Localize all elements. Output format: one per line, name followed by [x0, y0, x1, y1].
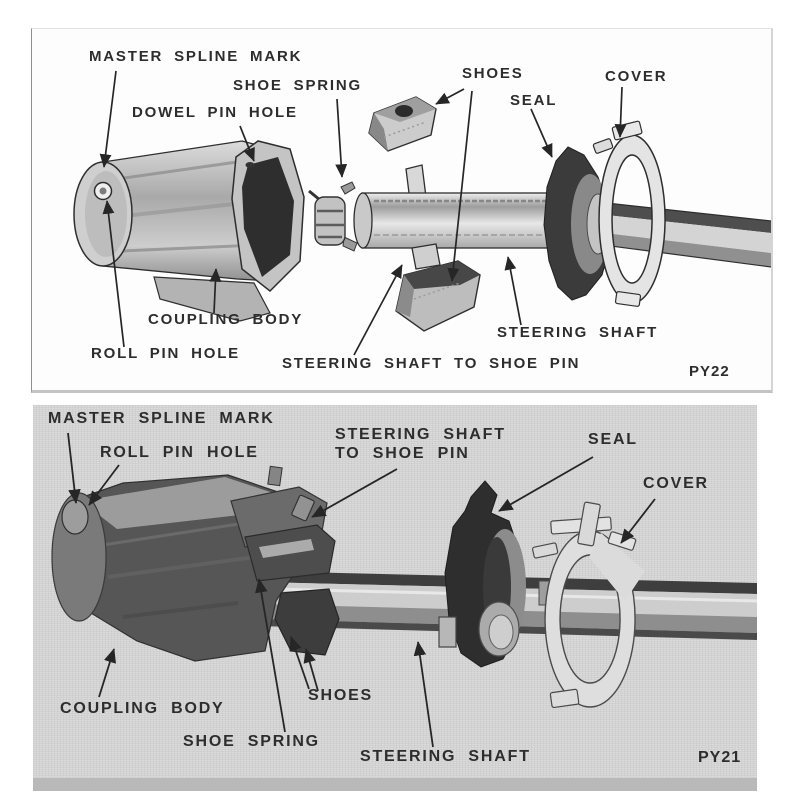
- label-master-spline-mark: MASTER SPLINE MARK: [89, 48, 303, 65]
- label-steering-shaft-to-shoe-pin-line1: STEERING SHAFT: [335, 426, 506, 443]
- assembled-view-illustration: [51, 432, 757, 748]
- figure-panel-py22: MASTER SPLINE MARK SHOE SPRING DOWEL PIN…: [31, 28, 773, 393]
- shoe-pin-feature: [291, 494, 315, 522]
- label-master-spline-mark: MASTER SPLINE MARK: [48, 410, 275, 427]
- label-coupling-body: COUPLING BODY: [60, 700, 225, 717]
- callout-arrows: [99, 70, 627, 356]
- arrow-seal: [498, 456, 594, 512]
- cover-assembled-drawing: [531, 501, 645, 709]
- arrow-seal: [530, 108, 553, 158]
- label-cover: COVER: [605, 68, 668, 85]
- arrow-shoes-b: [303, 648, 319, 692]
- arrow-coupling-body: [209, 268, 222, 314]
- label-dowel-pin-hole: DOWEL PIN HOLE: [132, 104, 298, 121]
- steering-shaft-drawing: [353, 164, 565, 270]
- figure-panel-py21: MASTER SPLINE MARK ROLL PIN HOLE STEERIN…: [33, 405, 757, 778]
- label-seal: SEAL: [588, 431, 638, 448]
- arrow-shaft-to-shoe-pin: [311, 468, 398, 518]
- label-shoe-spring: SHOE SPRING: [233, 77, 362, 94]
- arrow-steering-shaft: [504, 256, 522, 326]
- label-coupling-body: COUPLING BODY: [148, 311, 304, 328]
- lower-shoe-feature: [274, 588, 340, 656]
- label-shoes: SHOES: [462, 65, 524, 82]
- figure-code: PY21: [698, 749, 742, 766]
- arrow-shoes-lower: [447, 90, 473, 282]
- figure-code: PY22: [689, 363, 730, 380]
- arrow-dowel-pin-hole: [239, 125, 255, 162]
- label-roll-pin-hole: ROLL PIN HOLE: [91, 345, 240, 362]
- label-shoes: SHOES: [308, 687, 374, 704]
- lower-shoe-pin: [411, 243, 441, 270]
- label-shoe-spring: SHOE SPRING: [183, 733, 320, 750]
- arrow-cover: [620, 498, 656, 544]
- shaft-right-drawing: [587, 200, 771, 268]
- arrow-roll-pin-hole: [102, 200, 125, 348]
- label-roll-pin-hole: ROLL PIN HOLE: [100, 444, 259, 461]
- label-steering-shaft: STEERING SHAFT: [360, 748, 531, 765]
- arrow-coupling-body: [98, 648, 116, 698]
- seal-assembled-drawing: [438, 480, 526, 668]
- callout-arrows: [67, 432, 656, 748]
- label-seal: SEAL: [510, 92, 558, 109]
- arrow-master-spline-mark: [67, 432, 81, 504]
- lower-shoe-drawing: [395, 260, 481, 332]
- arrow-roll-pin-hole: [88, 464, 120, 506]
- master-spline-mark-feature: [61, 499, 89, 535]
- arrow-steering-shaft: [413, 641, 434, 748]
- arrow-master-spline-mark: [99, 70, 117, 168]
- arrow-shoes-upper: [435, 88, 465, 105]
- arrow-shoes-a: [289, 636, 310, 690]
- hex-socket-opening: [242, 157, 294, 277]
- exploded-view-illustration: [73, 70, 771, 356]
- cover-drawing: [592, 120, 666, 307]
- arrow-shoe-spring: [335, 98, 348, 178]
- label-cover: COVER: [643, 475, 709, 492]
- coupling-body-drawing: [73, 140, 305, 322]
- arrow-shaft-to-shoe-pin: [353, 264, 403, 356]
- arrow-cover: [614, 86, 627, 138]
- panel-bottom-shadow-bar: [33, 778, 757, 791]
- dowel-pin-hole-feature: [245, 162, 255, 168]
- upper-shoe-drawing: [368, 96, 437, 152]
- label-steering-shaft-to-shoe-pin: STEERING SHAFT TO SHOE PIN: [282, 355, 581, 372]
- arrow-shoe-spring: [255, 578, 286, 733]
- label-steering-shaft-to-shoe-pin-line2: TO SHOE PIN: [335, 445, 470, 462]
- shoe-spring-drawing: [308, 181, 358, 252]
- label-steering-shaft: STEERING SHAFT: [497, 324, 659, 341]
